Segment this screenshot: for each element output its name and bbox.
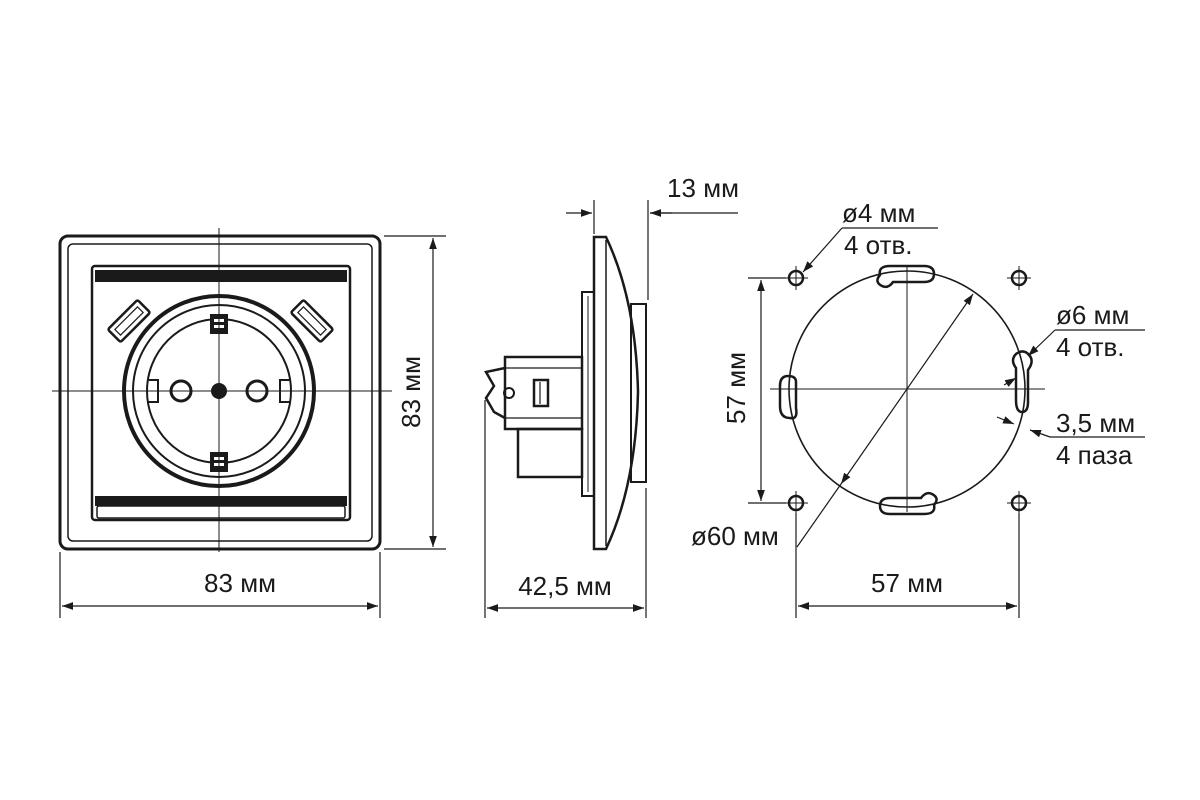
insert-bottom-lip [96, 505, 346, 519]
side-plate-label: 13 мм [667, 173, 739, 203]
front-width-label: 83 мм [204, 568, 276, 598]
side-view [484, 235, 647, 551]
slot-count-label: 4 паза [1056, 440, 1133, 470]
slot-size-label: 3,5 мм [1056, 408, 1135, 438]
keyhole-bottom [878, 491, 938, 516]
side-depth-label: 42,5 мм [518, 571, 612, 601]
mount-diameter-label: ø60 мм [691, 521, 779, 551]
side-front-cover [630, 303, 647, 483]
frame-outer [58, 234, 382, 551]
large-hole-count-label: 4 отв. [1056, 332, 1125, 362]
side-terminal-screw [532, 378, 550, 408]
usb-port-left [107, 299, 151, 343]
side-terminal-block [516, 427, 584, 479]
insert-body [90, 264, 352, 522]
slot-leader [1029, 429, 1051, 438]
keyhole-top [876, 264, 936, 289]
side-frame-plate [592, 235, 640, 551]
mount-horizontal-label: 57 мм [871, 568, 943, 598]
small-hole-bottom-left [784, 491, 808, 515]
small-hole-bottom-right [1007, 491, 1031, 515]
insert-bottom-band [95, 496, 347, 506]
small-hole-count-label: 4 отв. [844, 230, 913, 260]
frame-inner [67, 243, 373, 542]
mount-vertical-label: 57 мм [721, 352, 751, 424]
small-hole-top-left [784, 266, 808, 290]
large-hole-size-label: ø6 мм [1056, 300, 1129, 330]
small-hole-leader [802, 227, 843, 273]
side-dimensions [484, 200, 738, 618]
small-hole-top-right [1007, 266, 1031, 290]
large-hole-leader [1027, 329, 1056, 357]
front-dimensions [59, 235, 446, 618]
side-claw [484, 366, 506, 420]
insert-top-band [95, 270, 347, 282]
keyhole-right [1011, 350, 1033, 414]
front-height-label: 83 мм [396, 356, 426, 428]
front-view [52, 228, 392, 552]
mounting-dimensions [748, 227, 1145, 618]
mounting-view [770, 264, 1045, 516]
usb-port-right [290, 299, 334, 343]
small-hole-size-label: ø4 мм [842, 198, 915, 228]
keyhole-left [778, 374, 798, 420]
diameter-dimension-line [840, 293, 974, 485]
